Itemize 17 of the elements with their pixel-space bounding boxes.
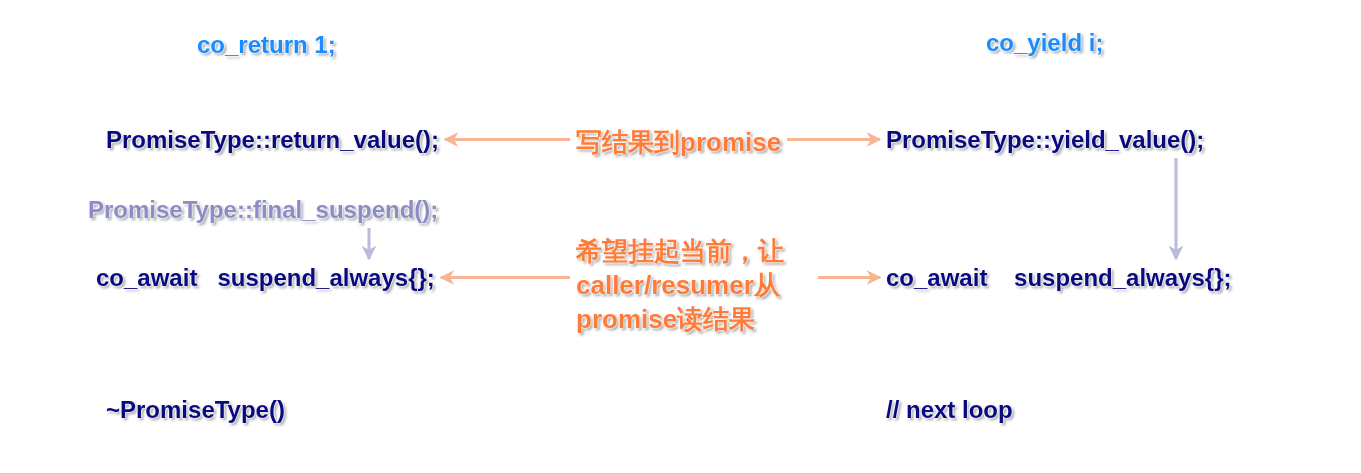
code-label: co_await suspend_always{}; — [880, 259, 1238, 296]
code-label: // next loop — [880, 391, 1019, 428]
arrow — [439, 270, 570, 285]
arrow — [443, 132, 570, 147]
arrow — [787, 132, 882, 147]
code-label: PromiseType::yield_value(); — [880, 121, 1211, 158]
code-label: co_yield i; — [980, 24, 1110, 61]
code-label: PromiseType::final_suspend(); — [82, 191, 445, 228]
annotation-text: 希望挂起当前，让caller/resumer从promise读结果 — [570, 230, 818, 340]
arrow — [361, 228, 377, 261]
code-label: ~PromiseType() — [100, 391, 291, 428]
code-label: PromiseType::return_value(); — [100, 121, 445, 158]
code-label: co_return 1; — [191, 26, 342, 63]
annotation-text: 写结果到promise — [570, 121, 788, 163]
arrow — [818, 270, 882, 285]
code-label: co_await suspend_always{}; — [90, 259, 441, 296]
arrow — [1168, 158, 1184, 261]
